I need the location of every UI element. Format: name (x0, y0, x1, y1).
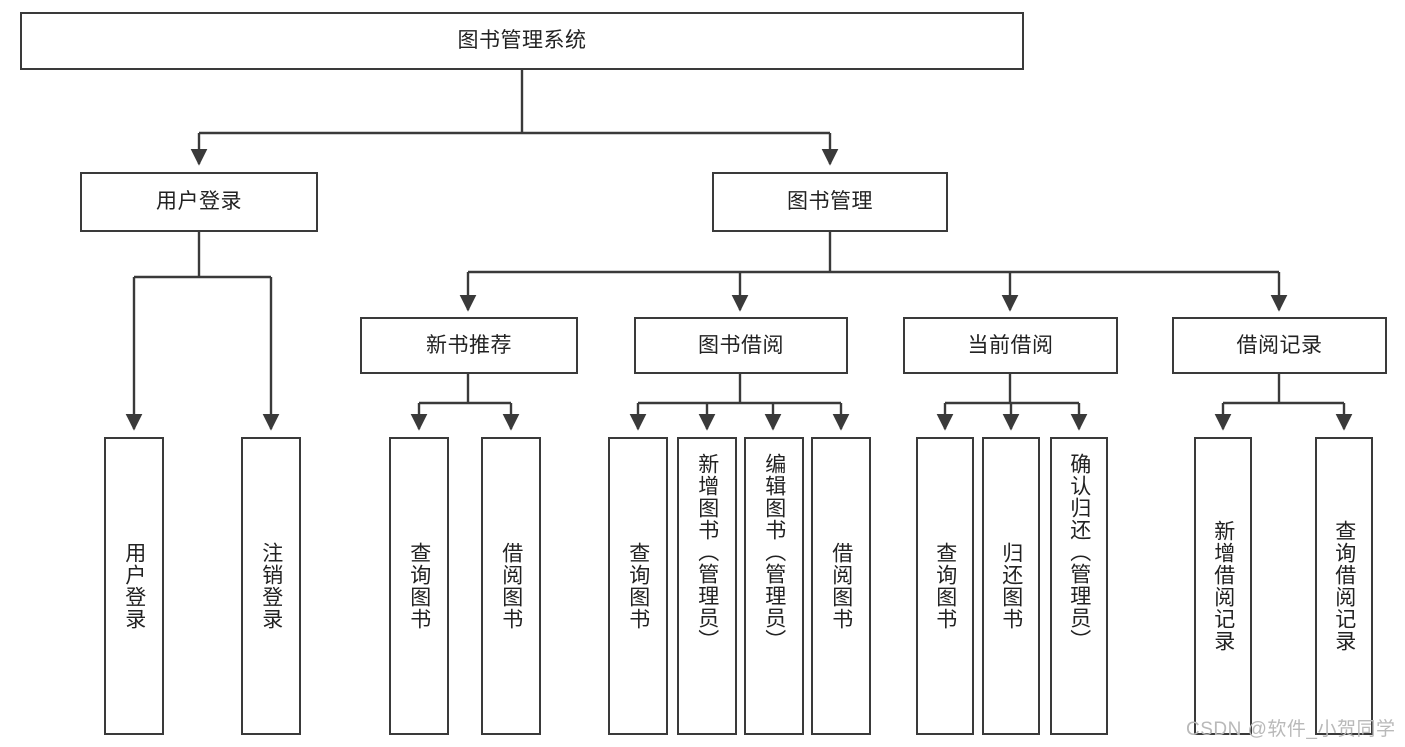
leaf-query-book-borrow-label: 查询图书 (626, 542, 650, 630)
node-new-book-recommend[interactable]: 新书推荐 (360, 317, 578, 374)
node-new-book-recommend-label: 新书推荐 (426, 333, 512, 357)
leaf-borrow-book-newbook-label: 借阅图书 (499, 542, 523, 630)
leaf-confirm-return-admin-label: 确认归还（管理员） (1067, 453, 1091, 651)
leaf-return-book-label: 归还图书 (999, 542, 1023, 630)
leaf-logout-label: 注销登录 (259, 542, 283, 630)
node-book-management[interactable]: 图书管理 (712, 172, 948, 232)
node-book-management-label: 图书管理 (787, 190, 873, 214)
leaf-query-book-borrow[interactable]: 查询图书 (608, 437, 668, 735)
node-borrow-record-label: 借阅记录 (1236, 333, 1323, 357)
leaf-add-book-admin[interactable]: 新增图书（管理员） (677, 437, 737, 735)
leaf-borrow-book-borrow[interactable]: 借阅图书 (811, 437, 871, 735)
leaf-add-book-admin-label: 新增图书（管理员） (695, 453, 719, 651)
node-current-borrow-label: 当前借阅 (967, 333, 1054, 357)
leaf-borrow-book-newbook[interactable]: 借阅图书 (481, 437, 541, 735)
leaf-add-borrow-record-label: 新增借阅记录 (1211, 520, 1235, 652)
leaf-query-book-current-label: 查询图书 (933, 542, 957, 630)
leaf-query-book-newbook[interactable]: 查询图书 (389, 437, 449, 735)
leaf-borrow-book-borrow-label: 借阅图书 (829, 542, 853, 630)
node-root-label: 图书管理系统 (457, 29, 587, 53)
leaf-user-login[interactable]: 用户登录 (104, 437, 164, 735)
leaf-confirm-return-admin[interactable]: 确认归还（管理员） (1050, 437, 1108, 735)
node-book-borrow-label: 图书借阅 (698, 333, 784, 357)
node-root[interactable]: 图书管理系统 (20, 12, 1024, 70)
node-user-login-label: 用户登录 (156, 190, 242, 214)
leaf-edit-book-admin[interactable]: 编辑图书（管理员） (744, 437, 804, 735)
node-current-borrow[interactable]: 当前借阅 (903, 317, 1118, 374)
leaf-query-book-current[interactable]: 查询图书 (916, 437, 974, 735)
leaf-logout[interactable]: 注销登录 (241, 437, 301, 735)
node-user-login[interactable]: 用户登录 (80, 172, 318, 232)
node-borrow-record[interactable]: 借阅记录 (1172, 317, 1387, 374)
leaf-add-borrow-record[interactable]: 新增借阅记录 (1194, 437, 1252, 735)
leaf-query-borrow-record[interactable]: 查询借阅记录 (1315, 437, 1373, 735)
leaf-query-borrow-record-label: 查询借阅记录 (1332, 520, 1356, 652)
node-book-borrow[interactable]: 图书借阅 (634, 317, 848, 374)
leaf-return-book[interactable]: 归还图书 (982, 437, 1040, 735)
leaf-user-login-label: 用户登录 (122, 542, 146, 630)
leaf-edit-book-admin-label: 编辑图书（管理员） (762, 453, 786, 651)
leaf-query-book-newbook-label: 查询图书 (407, 542, 431, 630)
